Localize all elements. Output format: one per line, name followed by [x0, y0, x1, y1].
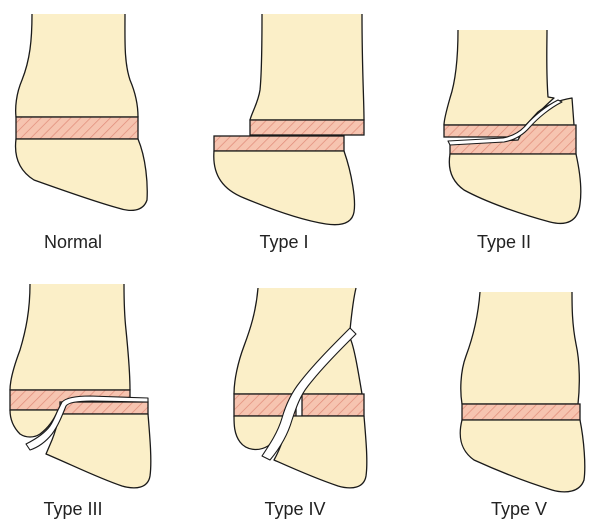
growth-plate — [250, 120, 364, 135]
panel-label: Type II — [477, 232, 531, 252]
epiphysis — [16, 139, 148, 210]
metaphysis — [444, 30, 554, 125]
growth-plate — [214, 136, 344, 151]
panel-type-1: Type I — [214, 14, 364, 252]
panel-label: Type V — [491, 499, 547, 519]
panel-label: Normal — [44, 232, 102, 252]
metaphysis — [250, 14, 364, 120]
epiphysis — [460, 420, 585, 492]
metaphysis — [10, 284, 130, 390]
panel-label: Type III — [43, 499, 102, 519]
panel-type-6: Type V — [460, 292, 585, 519]
growth-plate — [16, 117, 138, 139]
panel-type-4: Type IV — [234, 288, 367, 519]
epiphysis — [449, 154, 580, 223]
panel-type-2: Type II — [444, 30, 581, 252]
epiphysis — [214, 151, 355, 225]
growth-plate — [60, 402, 148, 414]
panel-label: Type I — [259, 232, 308, 252]
metaphysis — [461, 292, 580, 404]
growth-plate — [302, 394, 364, 416]
panel-type-3: Type III — [10, 284, 151, 519]
panel-normal: Normal — [16, 14, 148, 252]
metaphysis — [16, 14, 138, 117]
growth-plate — [462, 404, 580, 420]
panel-label: Type IV — [264, 499, 325, 519]
epiphysis — [46, 414, 151, 488]
